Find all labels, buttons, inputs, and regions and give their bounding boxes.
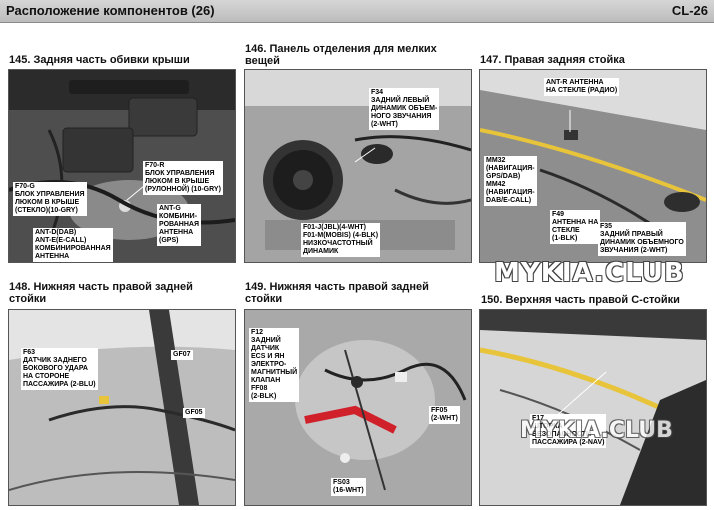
panel-149-photo: F12 ЗАДНИЙ ДАТЧИК ECS И ЯН ЭЛЕКТРО- МАГН… xyxy=(244,309,472,506)
panel-148-photo: F63 ДАТЧИК ЗАДНЕГО БОКОВОГО УДАРА НА СТО… xyxy=(8,309,236,506)
upper-c-pillar-photo-drawing xyxy=(480,310,706,505)
panel-149-title-line-2: стойки xyxy=(245,293,283,305)
panel-149-title-line-1: 149. Нижняя часть правой задней xyxy=(245,281,429,293)
page-header: Расположение компонентов (26) CL-26 xyxy=(0,0,714,23)
label-ant-r: ANT-R АНТЕННА НА СТЕКЛЕ (РАДИО) xyxy=(544,78,620,96)
panel-150-photo: F17 ШТОРКА БЕЗОПАСНОСТИ ПАССАЖИРА (2-NAV… xyxy=(479,309,707,506)
panel-147-title-line-1: 147. Правая задняя стойка xyxy=(480,54,625,66)
panel-146-photo: F34 ЗАДНИЙ ЛЕВЫЙ ДИНАМИК ОБЪЕМ- НОГО ЗВУ… xyxy=(244,69,472,263)
label-f70-g: F70-G БЛОК УПРАВЛЕНИЯ ЛЮКОМ В КРЫШЕ (СТЕ… xyxy=(13,182,87,216)
label-mm32-mm42: MM32 (НАВИГАЦИЯ- GPS/DAB) MM42 (НАВИГАЦИ… xyxy=(484,156,537,206)
label-gf05: GF05 xyxy=(183,408,205,418)
label-ant-d-e: ANT-D(DAB) ANT-E(E-CALL) КОМБИНИРОВАННАЯ… xyxy=(33,228,113,262)
panel-145-photo: F70-R БЛОК УПРАВЛЕНИЯ ЛЮКОМ В КРЫШЕ (РУЛ… xyxy=(8,69,236,263)
watermark-top: MYKIA.CLUB xyxy=(494,258,685,288)
panel-149-title: 149. Нижняя часть правой задней стойки xyxy=(245,281,429,305)
label-gf07: GF07 xyxy=(171,350,193,360)
panel-146-title-line-2: вещей xyxy=(245,55,280,67)
panel-146-title: 146. Панель отделения для мелких вещей xyxy=(245,43,437,67)
label-f35: F35 ЗАДНИЙ ПРАВЫЙ ДИНАМИК ОБЪЕМНОГО ЗВУЧ… xyxy=(598,222,686,256)
panel-148-title-line-1: 148. Нижняя часть правой задней xyxy=(9,281,193,293)
label-f70-r: F70-R БЛОК УПРАВЛЕНИЯ ЛЮКОМ В КРЫШЕ (РУЛ… xyxy=(143,161,223,195)
label-f63: F63 ДАТЧИК ЗАДНЕГО БОКОВОГО УДАРА НА СТО… xyxy=(21,348,98,390)
panel-150-title: 150. Верхняя часть правой С-стойки xyxy=(481,294,680,306)
label-f34: F34 ЗАДНИЙ ЛЕВЫЙ ДИНАМИК ОБЪЕМ- НОГО ЗВУ… xyxy=(369,88,440,130)
panel-147-title: 147. Правая задняя стойка xyxy=(480,54,625,66)
panel-150-title-line-1: 150. Верхняя часть правой С-стойки xyxy=(481,294,680,306)
label-f17: F17 ШТОРКА БЕЗОПАСНОСТИ ПАССАЖИРА (2-NAV… xyxy=(530,414,607,448)
page-title: Расположение компонентов (26) xyxy=(6,3,215,18)
panel-148-title: 148. Нижняя часть правой задней стойки xyxy=(9,281,193,305)
label-ff05: FF05 (2-WHT) xyxy=(429,406,460,424)
label-ant-g: ANT-G КОМБИНИ- РОВАННАЯ АНТЕННА (GPS) xyxy=(157,204,201,246)
panel-147-photo: ANT-R АНТЕННА НА СТЕКЛЕ (РАДИО) MM32 (НА… xyxy=(479,69,707,263)
label-f49: F49 АНТЕННА НА СТЕКЛЕ (1-BLK) xyxy=(550,210,601,244)
panel-145-title-line-1: 145. Задняя часть обивки крыши xyxy=(9,54,190,66)
label-fs03: FS03 (16-WHT) xyxy=(331,478,366,496)
panel-148-title-line-2: стойки xyxy=(9,293,47,305)
page-code: CL-26 xyxy=(671,3,708,18)
panel-145-title: 145. Задняя часть обивки крыши xyxy=(9,54,190,66)
lower-pillar-photo-drawing xyxy=(9,310,235,505)
label-f12-ff08: F12 ЗАДНИЙ ДАТЧИК ECS И ЯН ЭЛЕКТРО- МАГН… xyxy=(249,328,300,402)
panel-146-title-line-1: 146. Панель отделения для мелких xyxy=(245,43,437,55)
label-f01: F01-J(JBL)(4-WHT) F01-M(MOBIS) (4-BLK) Н… xyxy=(301,223,381,257)
watermark-bottom: MYKIA.CLUB xyxy=(520,418,673,443)
